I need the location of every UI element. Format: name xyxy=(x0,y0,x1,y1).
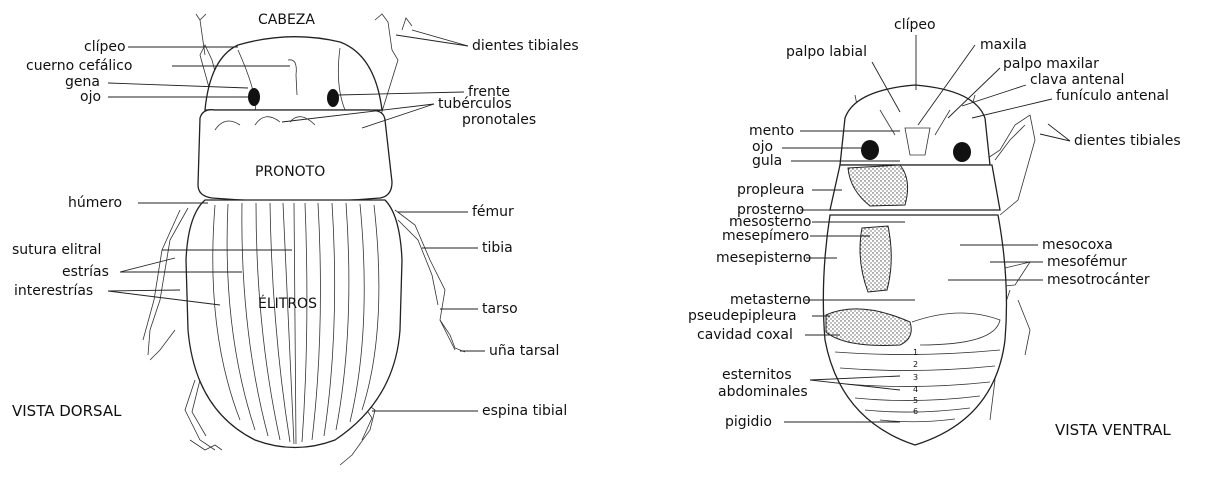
vlabel-mesepimero: mesepímero xyxy=(722,228,809,244)
dorsal-view-title: VISTA DORSAL xyxy=(12,402,122,420)
label-ojo: ojo xyxy=(80,89,101,105)
vlabel-clipeo: clípeo xyxy=(894,17,936,33)
label-una-tarsal: uña tarsal xyxy=(489,343,559,359)
label-sutura-elitral: sutura elitral xyxy=(12,242,101,258)
label-espina-tibial: espina tibial xyxy=(482,403,567,419)
sternite-5: 5 xyxy=(913,396,918,405)
vlabel-metasterno: metasterno xyxy=(730,292,811,308)
label-interestrias: interestrías xyxy=(14,283,93,299)
label-femur: fémur xyxy=(472,204,514,220)
vlabel-mesofemur: mesofémur xyxy=(1047,254,1127,270)
dorsal-right-eye xyxy=(327,89,339,107)
dorsal-pronotum xyxy=(198,110,392,202)
label-tibia: tibia xyxy=(482,240,513,256)
label-cuerno-cefalico: cuerno cefálico xyxy=(26,58,132,74)
label-humero: húmero xyxy=(68,195,122,211)
dorsal-elytra-title: ÉLITROS xyxy=(258,295,317,312)
label-estrias: estrías xyxy=(62,264,109,280)
ventral-view: 1 2 3 4 5 6 xyxy=(688,17,1181,445)
vlabel-palpo-maxilar: palpo maxilar xyxy=(1003,56,1099,72)
vlabel-pigidio: pigidio xyxy=(725,414,772,430)
label-tuberculos: tubérculos xyxy=(438,96,512,112)
label-gena: gena xyxy=(65,74,100,90)
sternite-4: 4 xyxy=(913,385,918,394)
sternite-6: 6 xyxy=(913,407,918,416)
dorsal-view: CABEZA PRONOTO ÉLITROS VISTA DORSAL clíp… xyxy=(12,12,579,465)
label-clipeo: clípeo xyxy=(84,39,126,55)
vlabel-mesepisterno: mesepisterno xyxy=(716,250,811,266)
vlabel-funiculo-antenal: funículo antenal xyxy=(1056,88,1169,104)
label-dientes-tibiales: dientes tibiales xyxy=(472,38,579,54)
vlabel-palpo-labial: palpo labial xyxy=(786,44,867,60)
vlabel-mesocoxa: mesocoxa xyxy=(1042,237,1113,253)
vlabel-maxila: maxila xyxy=(980,37,1027,53)
vlabel-mesotrocanter: mesotrocánter xyxy=(1047,272,1150,288)
vlabel-mento: mento xyxy=(749,123,794,139)
vlabel-pseudepipleura: pseudepipleura xyxy=(688,308,797,324)
vlabel-dientes-tibiales: dientes tibiales xyxy=(1074,133,1181,149)
vlabel-gula: gula xyxy=(752,153,782,169)
dorsal-left-eye xyxy=(248,88,260,106)
dorsal-head xyxy=(205,37,382,110)
sternite-2: 2 xyxy=(913,360,918,369)
vlabel-propleura: propleura xyxy=(737,182,805,198)
sternite-3: 3 xyxy=(913,373,918,382)
ventral-right-eye xyxy=(953,142,971,162)
vlabel-esternitos: esternitos xyxy=(722,367,792,383)
dorsal-head-title: CABEZA xyxy=(258,12,315,28)
sternite-1: 1 xyxy=(913,348,918,357)
label-tarso: tarso xyxy=(482,301,518,317)
vlabel-cavidad-coxal: cavidad coxal xyxy=(697,327,793,343)
vlabel-abdominales: abdominales xyxy=(718,384,808,400)
ventral-left-eye xyxy=(861,140,879,160)
vlabel-clava-antenal: clava antenal xyxy=(1030,72,1124,88)
dorsal-pronotum-title: PRONOTO xyxy=(255,164,325,180)
label-pronotales: pronotales xyxy=(462,112,536,128)
ventral-view-title: VISTA VENTRAL xyxy=(1055,421,1171,439)
